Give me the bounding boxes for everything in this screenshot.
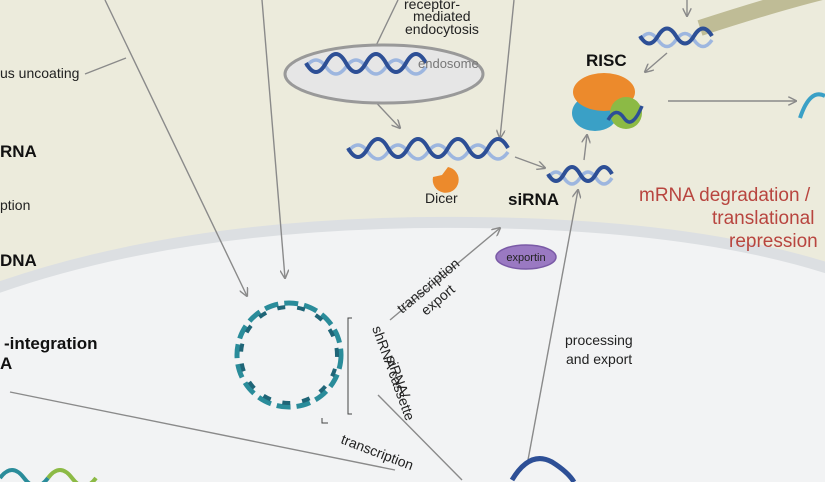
genomic-dna-green xyxy=(46,468,98,482)
sirna-dark-strand xyxy=(546,165,614,183)
sirna-molecule xyxy=(546,165,614,186)
sirna-top-right xyxy=(638,26,714,49)
arrow-dicer-to-sirna xyxy=(514,156,545,168)
sirna-tr-dark xyxy=(638,26,714,46)
arrow-to-plasmid-2 xyxy=(261,0,285,278)
label-receptor-2: mediated xyxy=(413,8,471,24)
line-integration xyxy=(9,391,396,471)
endosome-rna-dark xyxy=(304,52,428,74)
dsrna-dark-strand xyxy=(346,137,510,159)
label-dna-left: DNA xyxy=(0,251,37,270)
arrow-to-plasmid-1 xyxy=(104,0,247,296)
dsrna-light-strand xyxy=(346,143,510,161)
dicer-label: Dicer xyxy=(425,190,458,206)
arrow-to-risc xyxy=(645,52,668,72)
label-receptor-1: receptor- xyxy=(404,0,460,12)
arrow-sirna-to-risc xyxy=(584,135,587,161)
genomic-dna-teal xyxy=(0,468,50,482)
cassette-bracket xyxy=(347,317,352,415)
sirna-label: siRNA xyxy=(508,190,559,209)
label-mrna-2: translational xyxy=(712,208,814,229)
exportin-label: exportin xyxy=(506,252,545,264)
arrow-direct-sirna xyxy=(500,0,515,138)
sirna-light-strand xyxy=(546,170,614,186)
cell-membrane-edge xyxy=(697,0,823,36)
arrow-processing-export xyxy=(527,190,578,461)
risc-complex xyxy=(572,73,644,131)
arrow-transcription-export xyxy=(389,228,500,321)
dicer-icon xyxy=(432,167,459,193)
label-receptor-3: endocytosis xyxy=(405,21,479,37)
label-virus-uncoating: us uncoating xyxy=(0,65,79,81)
label-integration-1: -integration xyxy=(4,334,98,353)
label-processing-1: processing xyxy=(565,332,633,348)
plasmid-strand-teal xyxy=(234,300,344,410)
risc-label: RISC xyxy=(586,51,627,70)
plasmid-strand-dark xyxy=(239,305,339,405)
endosome-label: endosome xyxy=(418,56,479,71)
endosome-rna-light xyxy=(304,58,428,76)
label-mrna-1: mRNA degradation / xyxy=(639,185,811,206)
exportin-icon xyxy=(495,244,557,270)
mrna-fragment xyxy=(798,92,825,119)
label-transcription-left: ption xyxy=(0,197,30,213)
cassette-bracket-end xyxy=(321,418,328,424)
label-processing-2: and export xyxy=(566,351,632,367)
endosome-vesicle xyxy=(283,43,485,105)
label-mrna-3: repression xyxy=(729,231,818,252)
shrna-hairpin xyxy=(509,456,577,482)
nucleus xyxy=(0,227,825,482)
uncoating-leader-line xyxy=(84,57,127,75)
line-transcription-bottom xyxy=(377,394,463,481)
label-integration-2: A xyxy=(0,354,12,373)
label-rna-left: RNA xyxy=(0,142,37,161)
sirna-tr-light xyxy=(638,31,714,49)
risc-guide-strand xyxy=(606,105,644,124)
endosome: endosome xyxy=(283,43,485,105)
dsrna-with-dicer: Dicer xyxy=(346,137,510,206)
plasmid xyxy=(234,300,352,424)
